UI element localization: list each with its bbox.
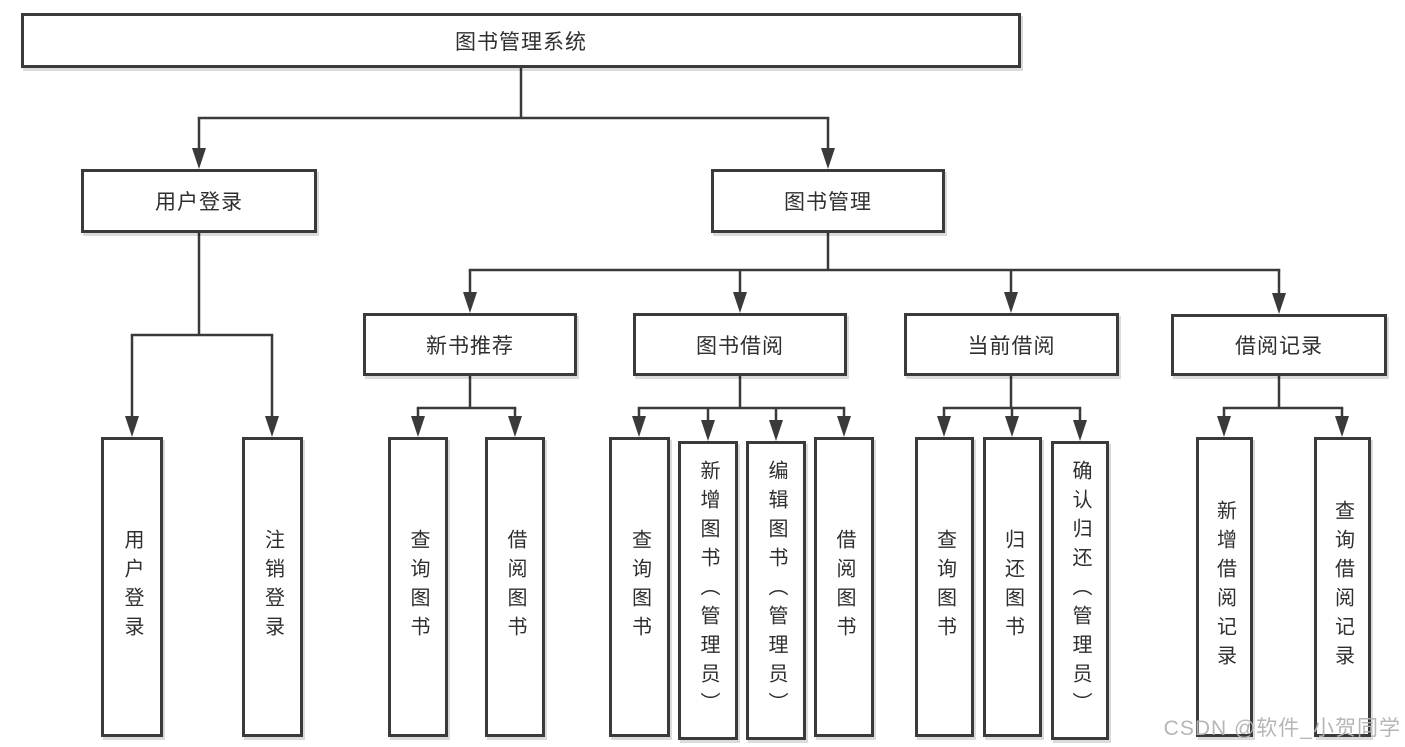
node-label: 图书借阅 (696, 334, 784, 358)
node-label: 用户登录 (121, 529, 143, 645)
node-query-books-1: 查询图书 (388, 437, 448, 737)
node-label: 新增借阅记录 (1213, 500, 1236, 674)
arrowhead-icon (1272, 293, 1286, 314)
node-add-borrow-record: 新增借阅记录 (1196, 437, 1253, 737)
node-label: 用户登录 (155, 191, 243, 214)
arrowhead-icon (125, 416, 139, 437)
node-label: 图书管理 (784, 191, 872, 214)
node-user-login: 用户登录 (101, 437, 163, 737)
node-edit-books-admin: 编辑图书（管理员） (746, 441, 806, 740)
arrowhead-icon (837, 416, 851, 437)
arrowhead-icon (1217, 416, 1231, 437)
node-current-borrowing: 当前借阅 (904, 313, 1119, 376)
node-label: 借阅图书 (504, 529, 526, 645)
node-label: 查询图书 (628, 529, 651, 645)
node-confirm-return-admin: 确认归还（管理员） (1051, 441, 1109, 740)
arrowhead-icon (1335, 416, 1349, 437)
node-label: 新书推荐 (426, 334, 514, 358)
node-new-book-recommend: 新书推荐 (363, 313, 577, 376)
node-query-books-3: 查询图书 (915, 437, 974, 737)
node-book-borrowing: 图书借阅 (633, 313, 847, 376)
node-label: 当前借阅 (967, 334, 1056, 358)
node-label: 注销登录 (261, 529, 284, 645)
node-query-borrow-record: 查询借阅记录 (1314, 437, 1371, 737)
node-query-books-2: 查询图书 (609, 437, 670, 737)
node-borrow-books-1: 借阅图书 (485, 437, 545, 737)
node-label: 查询图书 (933, 529, 956, 645)
arrowhead-icon (463, 292, 477, 313)
node-label: 确认归还（管理员） (1069, 460, 1091, 721)
node-logout: 注销登录 (242, 437, 303, 737)
node-book-management: 图书管理 (711, 169, 945, 233)
arrowhead-icon (1073, 420, 1087, 441)
node-user-login-group: 用户登录 (81, 169, 317, 233)
node-label: 借阅图书 (833, 529, 855, 645)
arrowhead-icon (937, 416, 951, 437)
arrowhead-icon (508, 416, 522, 437)
arrowhead-icon (411, 416, 425, 437)
node-label: 编辑图书（管理员） (765, 460, 787, 721)
arrowhead-icon (821, 148, 835, 169)
arrowhead-icon (632, 416, 646, 437)
arrowhead-icon (1004, 292, 1018, 313)
arrowhead-icon (1005, 416, 1019, 437)
arrowhead-icon (733, 292, 747, 313)
arrowhead-icon (192, 148, 206, 169)
node-label: 借阅记录 (1235, 335, 1323, 358)
node-label: 图书管理系统 (455, 30, 587, 54)
node-label: 归还图书 (1001, 529, 1024, 645)
node-label: 查询图书 (407, 529, 429, 645)
node-borrowing-records: 借阅记录 (1171, 314, 1387, 376)
node-root: 图书管理系统 (21, 13, 1021, 68)
arrowhead-icon (769, 420, 783, 441)
arrowhead-icon (701, 420, 715, 441)
arrowhead-icon (265, 416, 279, 437)
node-return-books: 归还图书 (983, 437, 1042, 737)
node-label: 查询借阅记录 (1331, 500, 1354, 674)
node-add-books-admin: 新增图书（管理员） (678, 441, 738, 740)
watermark-text: CSDN @软件_小贺同学 (1163, 717, 1401, 740)
node-label: 新增图书（管理员） (697, 460, 719, 721)
node-borrow-books-2: 借阅图书 (814, 437, 874, 737)
